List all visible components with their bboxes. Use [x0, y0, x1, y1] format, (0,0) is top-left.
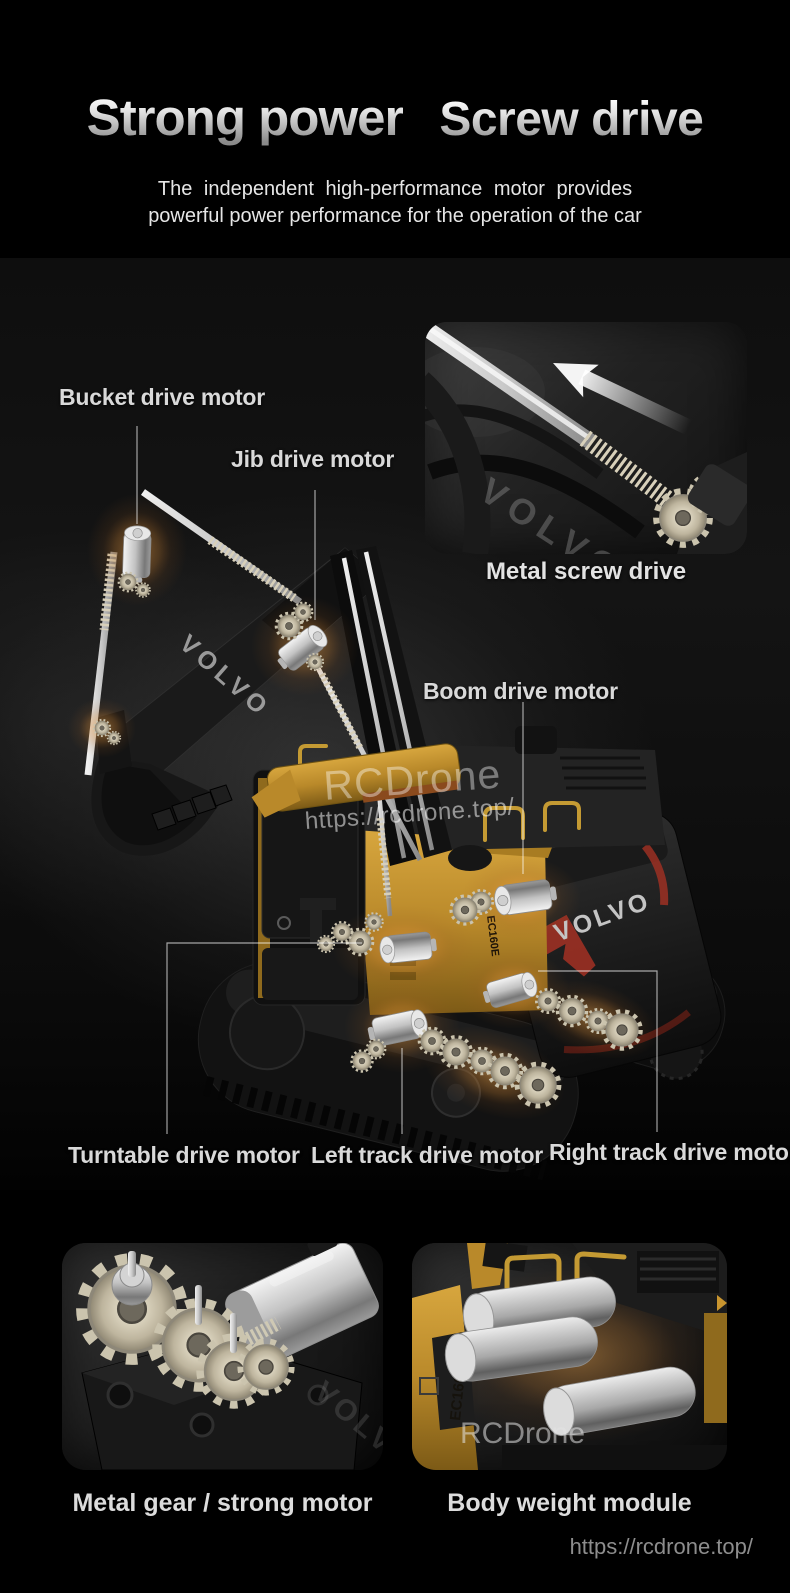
label-bucket-drive-motor: Bucket drive motor	[59, 384, 266, 410]
jib-drive-motor	[251, 596, 359, 696]
turntable-drive-motor	[316, 904, 476, 992]
body-weight-panel: EC160E RCDrone	[412, 1243, 727, 1470]
bucket-linkage-gears	[68, 698, 136, 758]
title-strong-power: Strong power	[86, 89, 405, 146]
bucket-drive-motor	[87, 494, 187, 606]
subtitle-line-1: The independent high-performance motor p…	[157, 178, 633, 200]
leader-lines	[136, 426, 658, 1134]
label-boom-drive-motor: Boom drive motor	[423, 678, 618, 704]
volvo-emblem-icon	[277, 916, 291, 930]
label-turntable-drive-motor: Turntable drive motor	[68, 1142, 300, 1168]
title-screw-drive: Screw drive	[439, 93, 704, 146]
left-track-drive-motor	[344, 981, 566, 1120]
panel-watermark: RCDrone	[460, 1417, 585, 1450]
subtitle: The independent high-performance motor p…	[0, 176, 790, 229]
subtitle-line-2: powerful power performance for the opera…	[148, 204, 642, 227]
label-right-track-drive-motor: Right track drive motor	[549, 1139, 790, 1165]
page-title: Strong power Screw drive	[0, 88, 790, 147]
direction-arrow-icon	[553, 363, 692, 435]
boom-drive-motor	[451, 856, 581, 940]
canopy	[251, 743, 462, 818]
label-left-track-drive-motor: Left track drive motor	[311, 1142, 544, 1168]
metal-screw-drive-inset: VOLVO	[425, 322, 747, 554]
inset-caption: Metal screw drive	[485, 558, 687, 585]
right-track-drive-motor	[459, 949, 658, 1059]
weight-cylinders	[444, 1276, 696, 1437]
excavator-scene: VOLVO EC160E	[0, 258, 790, 1190]
motor-clusters	[68, 494, 658, 1120]
excavator-illustration: VOLVO EC160E	[68, 426, 726, 1181]
label-jib-drive-motor: Jib drive motor	[231, 446, 395, 472]
caption-body-weight: Body weight module	[447, 1489, 692, 1517]
footer-url: https://rcdrone.top/	[569, 1534, 753, 1559]
metal-gear-panel: VOLV	[62, 1243, 383, 1470]
caption-metal-gear: Metal gear / strong motor	[72, 1489, 373, 1517]
